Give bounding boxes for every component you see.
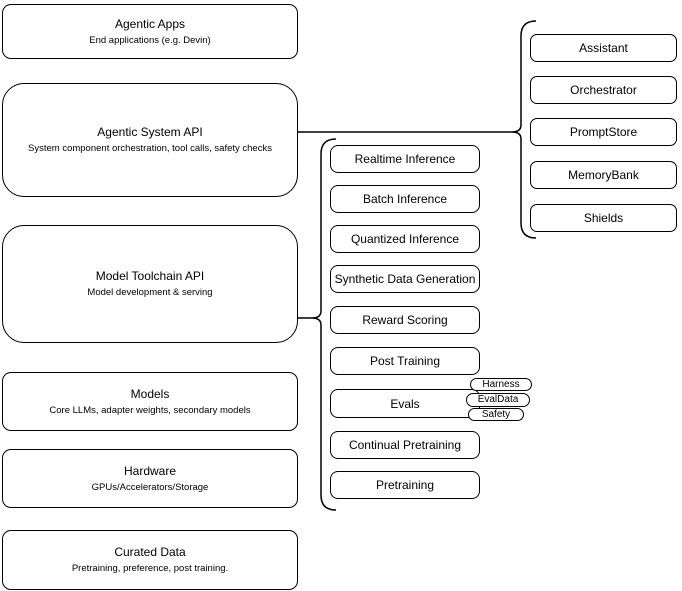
node-subtitle: System component orchestration, tool cal… xyxy=(28,143,272,154)
node-orchestrator: Orchestrator xyxy=(530,76,677,104)
pill-harness: Harness xyxy=(470,378,532,391)
node-evals: Evals xyxy=(330,389,480,418)
node-label: Quantized Inference xyxy=(350,232,460,246)
node-title: Agentic System API xyxy=(97,125,203,139)
node-subtitle: End applications (e.g. Devin) xyxy=(89,34,211,46)
node-hardware: Hardware GPUs/Accelerators/Storage xyxy=(2,449,298,508)
node-subtitle: Model development & serving xyxy=(87,287,213,298)
node-label: Orchestrator xyxy=(570,83,637,97)
node-shields: Shields xyxy=(530,204,677,232)
node-promptstore: PromptStore xyxy=(530,118,677,146)
node-label: Synthetic Data Generation xyxy=(334,272,476,286)
node-subtitle: GPUs/Accelerators/Storage xyxy=(91,481,209,493)
pill-label: Safety xyxy=(481,408,511,420)
node-label: Batch Inference xyxy=(362,192,448,206)
node-realtime-inference: Realtime Inference xyxy=(330,145,480,173)
node-subtitle: Pretraining, preference, post training. xyxy=(71,563,229,574)
node-quantized-inference: Quantized Inference xyxy=(330,225,480,253)
node-reward-scoring: Reward Scoring xyxy=(330,306,480,334)
node-label: Pretraining xyxy=(375,478,435,492)
node-label: Realtime Inference xyxy=(354,152,456,166)
node-label: MemoryBank xyxy=(568,168,639,182)
node-label: PromptStore xyxy=(569,125,638,139)
node-label: Shields xyxy=(583,211,624,225)
node-title: Hardware xyxy=(123,463,177,478)
node-pretraining: Pretraining xyxy=(330,471,480,499)
node-label: Post Training xyxy=(369,354,441,368)
node-model-toolchain-api: Model Toolchain API Model development & … xyxy=(2,225,298,343)
node-agentic-apps: Agentic Apps End applications (e.g. Devi… xyxy=(2,4,298,59)
node-label: Continual Pretraining xyxy=(348,438,462,452)
pill-label: EvalData xyxy=(477,394,519,405)
node-label: Reward Scoring xyxy=(362,313,448,327)
node-title: Curated Data xyxy=(114,545,186,559)
node-models: Models Core LLMs, adapter weights, secon… xyxy=(2,372,298,431)
node-title: Model Toolchain API xyxy=(95,269,205,283)
pill-safety: Safety xyxy=(468,408,524,421)
node-label: Assistant xyxy=(579,41,628,55)
node-subtitle: Core LLMs, adapter weights, secondary mo… xyxy=(49,404,251,416)
node-label: Evals xyxy=(390,396,420,411)
pill-evaldata: EvalData xyxy=(466,393,530,407)
node-memorybank: MemoryBank xyxy=(530,161,677,189)
node-continual-pretraining: Continual Pretraining xyxy=(330,431,480,459)
node-title: Agentic Apps xyxy=(114,16,186,31)
node-title: Models xyxy=(130,386,170,401)
node-batch-inference: Batch Inference xyxy=(330,185,480,213)
pill-label: Harness xyxy=(482,378,520,390)
node-agentic-system-api: Agentic System API System component orch… xyxy=(2,83,298,197)
node-post-training: Post Training xyxy=(330,347,480,375)
node-curated-data: Curated Data Pretraining, preference, po… xyxy=(2,530,298,590)
node-assistant: Assistant xyxy=(530,34,677,62)
node-synthetic-data-generation: Synthetic Data Generation xyxy=(330,265,480,293)
